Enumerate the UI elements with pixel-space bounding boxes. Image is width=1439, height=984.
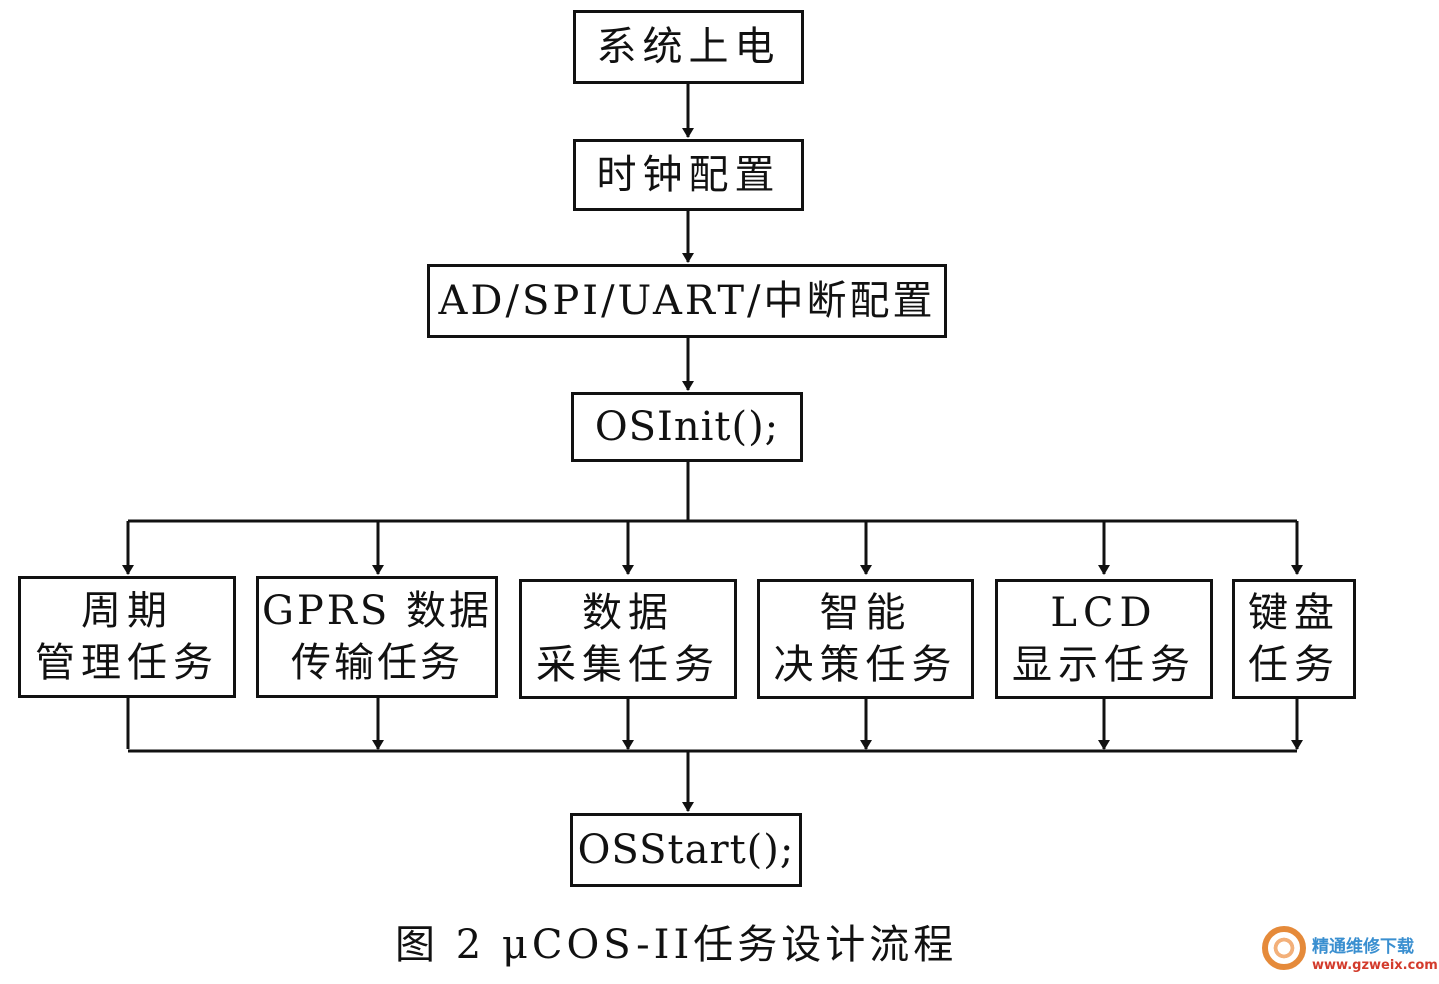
watermark-url: www.gzweix.com [1312, 958, 1438, 973]
task-box-lcd-display: LCD 显示任务 [995, 579, 1213, 699]
task-label-line2: 决策任务 [773, 642, 958, 688]
osinit-box: OSInit(); [571, 392, 803, 462]
watermark-logo-icon [1262, 926, 1306, 970]
task-box-periodic-management: 周期 管理任务 [18, 576, 236, 698]
peripheral-config-box: AD/SPI/UART/中断配置 [427, 264, 947, 338]
power-on-box: 系统上电 [573, 10, 804, 84]
clock-config-label: 时钟配置 [596, 152, 781, 198]
task-box-data-acquisition: 数据 采集任务 [519, 579, 737, 699]
osinit-label: OSInit(); [594, 404, 780, 450]
task-label-line2: 传输任务 [291, 640, 463, 686]
power-on-label: 系统上电 [596, 24, 781, 70]
task-label-line1: 智能 [819, 590, 912, 636]
osstart-box: OSStart(); [570, 813, 802, 887]
watermark: 精通维修下载 www.gzweix.com [1262, 924, 1438, 980]
watermark-title: 精通维修下载 [1312, 937, 1414, 957]
task-label-line2: 显示任务 [1012, 642, 1196, 688]
task-label-line2: 管理任务 [35, 640, 219, 686]
task-label-line1: 周期 [81, 588, 173, 634]
osstart-label: OSStart(); [577, 827, 795, 873]
task-box-gprs-transmission: GPRS 数据 传输任务 [256, 576, 498, 698]
task-label-line1: LCD [1050, 590, 1158, 636]
task-box-keyboard: 键盘 任务 [1232, 579, 1356, 699]
peripheral-config-label: AD/SPI/UART/中断配置 [438, 278, 936, 324]
task-label-line1: 键盘 [1248, 590, 1340, 636]
task-label-line2: 任务 [1248, 642, 1340, 688]
clock-config-box: 时钟配置 [573, 139, 804, 211]
figure-caption: 图 2 μCOS-II任务设计流程 [395, 922, 958, 968]
task-label-line1: 数据 [582, 590, 674, 636]
task-box-intelligent-decision: 智能 决策任务 [757, 579, 974, 699]
task-label-line1: GPRS 数据 [261, 588, 493, 634]
task-label-line2: 采集任务 [536, 642, 720, 688]
